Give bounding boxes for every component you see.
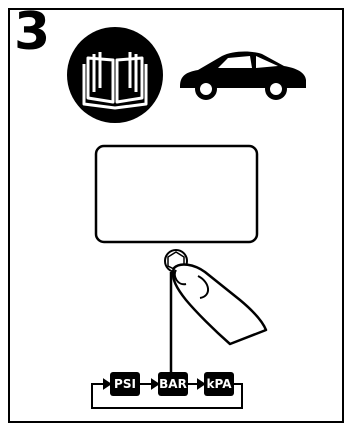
unit-label-bar: BAR [159,377,187,391]
car-icon [180,52,306,100]
unit-label-kpa: kPA [207,377,233,391]
display-screen [96,146,257,242]
finger-press-icon [165,250,266,344]
unit-label-psi: PSI [114,377,136,391]
book-icon [67,27,163,123]
unit-cycle: PSI BAR kPA [92,372,242,408]
